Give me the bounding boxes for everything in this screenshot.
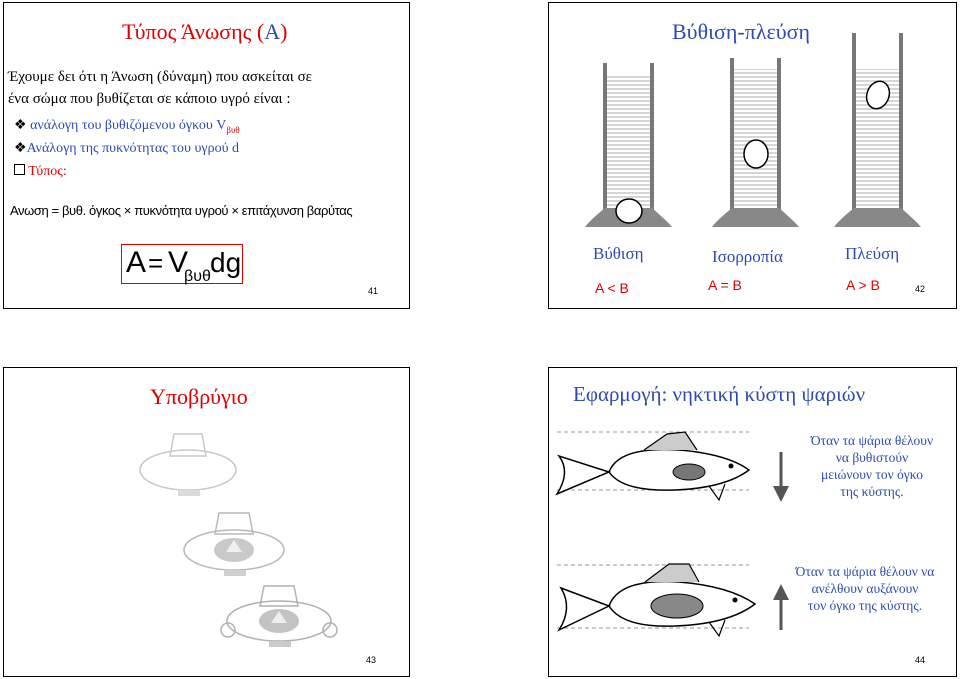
formula-lhs: Ανωση — [10, 203, 49, 218]
formula-dg: dg — [210, 247, 242, 278]
bullet-2-text: Ανάλογη της πυκνότητας του υγρού d — [26, 141, 240, 156]
formula-equals: = — [148, 248, 164, 278]
title-letter: Α — [264, 19, 281, 44]
fish-icon — [556, 563, 757, 638]
relation-float: Α > Β — [846, 277, 880, 293]
relation-sink: Α < Β — [595, 280, 629, 296]
slide-title: Εφαρμογή: νηκτική κύστη ψαριών — [573, 382, 866, 406]
bullet-3-text: Τύπος: — [25, 164, 67, 179]
submarine-icon — [183, 512, 285, 576]
slide-41: Τύπος Άνωσης (Α) Έχουμε δει ότι η Άνωση … — [3, 2, 410, 309]
label-float: Πλεύση — [845, 244, 900, 263]
rise-text: Όταν τα ψάρια θέλουν να ανέλθουν αυξάνου… — [769, 563, 956, 614]
rise-text-line: Όταν τα ψάρια θέλουν να — [795, 564, 935, 579]
ball-icon — [615, 198, 643, 224]
fish-icon — [555, 431, 751, 502]
cylinder-float — [834, 33, 921, 227]
formula-A: Α — [126, 246, 147, 279]
times-icon: × — [231, 203, 239, 218]
slide-title: Τύπος Άνωσης (Α) — [122, 19, 287, 45]
page-number: 41 — [368, 286, 379, 296]
ball-icon — [865, 80, 891, 110]
slide-title: Υποβρύγιο — [150, 384, 248, 409]
times-icon: × — [123, 203, 132, 218]
formula-V: V — [168, 246, 189, 279]
bullet-1: ❖ ανάλογη του βυθιζόμενου όγκου Vβυθ — [14, 117, 240, 135]
submarine-icon — [220, 585, 338, 647]
word-formula: Ανωση = βυθ. όγκος × πυκνότητα υγρού × ε… — [10, 203, 353, 218]
cylinders-illustration — [585, 33, 921, 227]
rise-text-line: τον όγκο της κύστης. — [807, 598, 923, 613]
intro-line-1: Έχουμε δει ότι η Άνωση (δύναμη) που ασκε… — [8, 69, 312, 85]
diamond-bullet-icon: ❖ — [14, 118, 27, 133]
ball-icon — [743, 139, 769, 169]
slide-title: Βύθιση-πλεύση — [672, 19, 810, 44]
formula-eq: = — [48, 203, 62, 218]
slide-44: Εφαρμογή: νηκτική κύστη ψαριών — [548, 367, 957, 677]
bullet-2: ❖Ανάλογη της πυκνότητας του υγρού d — [14, 140, 239, 157]
title-close: ) — [280, 19, 288, 44]
rise-text-line: ανέλθουν αυξάνουν — [811, 581, 919, 596]
page-number: 42 — [915, 284, 926, 294]
diamond-bullet-icon: ❖ — [14, 141, 27, 156]
slide-43: Υποβρύγιο 43 — [3, 367, 410, 677]
cylinder-balance — [712, 58, 799, 227]
formula-term-3: επιτάχυνση βαρύτας — [241, 203, 353, 218]
bullet-1-text: ανάλογη του βυθιζόμενου όγκου V — [26, 118, 227, 133]
intro-line-2: ένα σώμα που βυθίζεται σε κάποιο υγρό εί… — [8, 91, 291, 107]
page-number: 44 — [915, 655, 926, 665]
sink-text-line: της κύστης. — [840, 484, 904, 499]
submarine-illustration — [139, 433, 338, 647]
formula-term-2: πυκνότητα υγρού — [134, 203, 229, 218]
label-sink: Βύθιση — [593, 244, 644, 263]
cylinder-sink — [585, 63, 672, 227]
submarine-icon — [139, 433, 237, 496]
formula-sub: βυθ — [184, 268, 211, 285]
sink-text-line: να βυθιστούν — [835, 450, 909, 465]
fish-illustration — [555, 431, 789, 638]
sink-text-line: Όταν τα ψάρια θέλουν — [810, 433, 934, 448]
bullet-3: Τύπος: — [14, 164, 67, 180]
checkbox-bullet-icon — [14, 164, 25, 175]
formula-box: Α = V βυθ dg — [121, 244, 243, 285]
slide-42: Βύθιση-πλεύση — [548, 2, 957, 309]
arrow-down-icon — [773, 452, 789, 502]
arrow-up-icon — [773, 584, 789, 630]
sink-text-line: μειώνουν τον όγκο — [820, 467, 924, 482]
sink-text: Όταν τα ψάρια θέλουν να βυθιστούν μειώνο… — [777, 432, 956, 500]
label-balance: Ισορροπία — [712, 247, 783, 266]
bullet-1-sub: βυθ — [226, 124, 240, 135]
page-number: 43 — [366, 655, 377, 665]
relation-balance: Α = Β — [708, 277, 742, 293]
title-text: Τύπος Άνωσης ( — [122, 19, 265, 44]
formula-term-1: βυθ. όγκος — [61, 203, 121, 218]
